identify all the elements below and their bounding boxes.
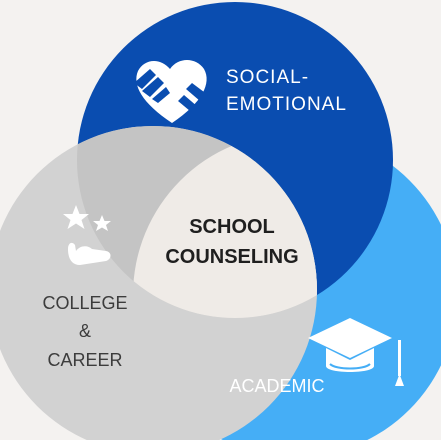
center-label-line1: SCHOOL — [189, 216, 275, 238]
college-career-label-line2: & — [79, 321, 91, 341]
center-label-line2: COUNSELING — [165, 246, 298, 268]
social-emotional-label-line1: SOCIAL- — [226, 67, 309, 88]
graduation-cap-icon — [308, 318, 404, 386]
center-region — [133, 133, 317, 318]
stars-hand-icon — [63, 205, 111, 265]
academic-label: ACADEMIC — [229, 376, 324, 396]
hands-heart-icon — [134, 60, 208, 123]
college-career-label-line1: COLLEGE — [42, 293, 127, 313]
social-emotional-label-line2: EMOTIONAL — [226, 94, 347, 115]
college-career-label-line3: CAREER — [47, 350, 122, 370]
